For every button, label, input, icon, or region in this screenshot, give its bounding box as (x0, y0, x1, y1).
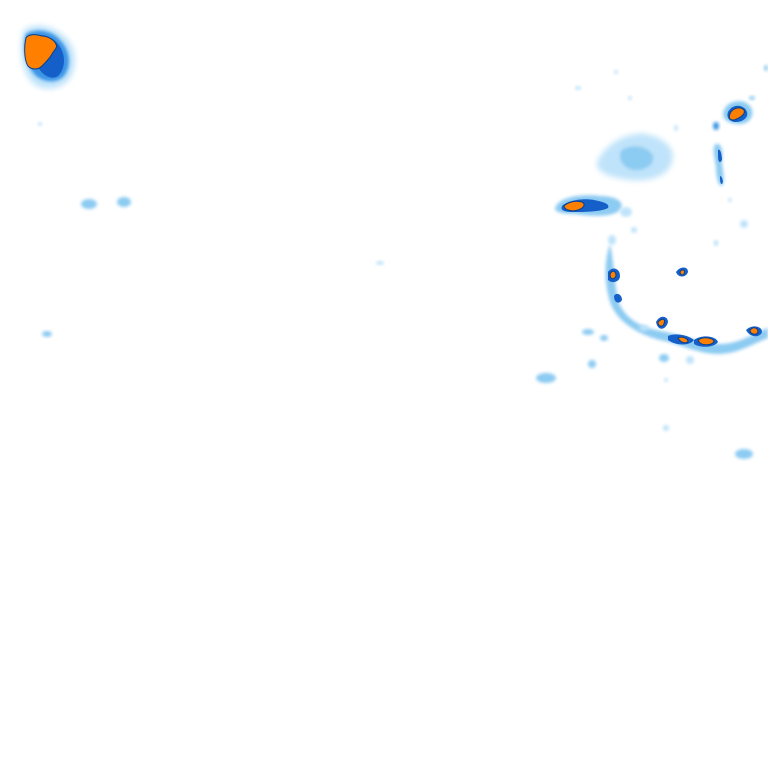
thin-echo-line-east (713, 143, 748, 244)
storm-cell-northeast (713, 65, 768, 130)
scattered-echoes-east (536, 235, 753, 459)
light-precip-area-northeast (575, 70, 678, 181)
storm-cell-northwest (21, 25, 75, 89)
scattered-echoes-west (38, 122, 384, 337)
storm-cell-west-band (555, 195, 637, 233)
squall-line-arc (605, 244, 768, 354)
